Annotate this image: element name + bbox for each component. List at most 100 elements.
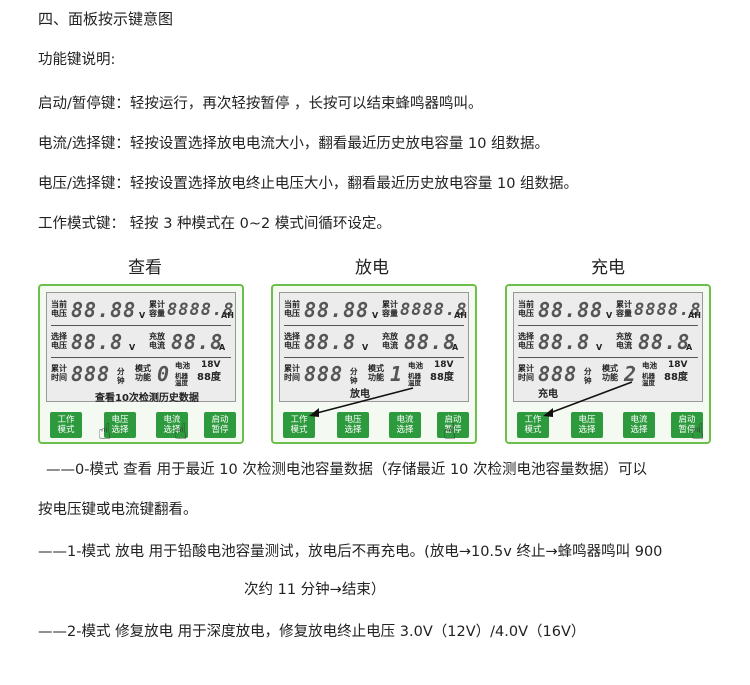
lcd-unit: V <box>362 343 369 352</box>
lcd-mode-digit: 2 <box>624 362 638 386</box>
lcd-digits: 8888.8 <box>167 300 235 320</box>
arrow-icon <box>309 387 414 417</box>
key-desc-voltage: 电压/选择键：轻按设置选择放电终止电压大小，翻看最近历史放电容量 10 组数据。 <box>38 176 579 192</box>
key-label: 工作模式 <box>524 415 542 435</box>
lcd-digits: 888 <box>538 362 578 386</box>
work-mode-button[interactable]: 工作模式 <box>283 412 315 438</box>
lcd-label: 选择电压 <box>284 332 300 350</box>
work-mode-button[interactable]: 工作模式 <box>517 412 549 438</box>
lcd-unit: A <box>686 343 693 352</box>
lcd-unit: AH <box>221 311 234 320</box>
key-label: 电压选择 <box>578 415 596 435</box>
voltage-select-button[interactable]: 电压选择 <box>571 412 603 438</box>
current-select-button[interactable]: 电流选择 <box>389 412 421 438</box>
lcd-row: 当前电压 88.88 V 累计容量 8888.8 AH <box>518 297 702 326</box>
lcd-caption: 充电 <box>538 389 558 400</box>
panel-title-view: 查看 <box>128 258 162 278</box>
lcd-digits: 88.8 <box>71 330 124 354</box>
lcd-display: 当前电压 88.88 V 累计容量 8888.8 AH 选择电压 88.8 V … <box>279 292 469 402</box>
current-select-button[interactable]: 电流选择 <box>623 412 655 438</box>
lcd-label: 模式功能 <box>135 364 151 382</box>
intro-text: 功能键说明: <box>38 52 116 68</box>
lcd-caption: 放电 <box>350 389 370 400</box>
voltage-select-button[interactable]: 电压选择 <box>104 412 136 438</box>
lcd-unit: AH <box>688 311 701 320</box>
lcd-unit: V <box>139 311 146 320</box>
lcd-label: 模式功能 <box>602 364 618 382</box>
lcd-label: 充放电流 <box>616 332 632 350</box>
lcd-digits: 88.88 <box>71 298 137 322</box>
key-desc-start: 启动/暂停键：轻按运行，再次轻按暂停 ，长按可以结束蜂鸣器鸣叫。 <box>38 96 483 112</box>
lcd-mode-digit: 0 <box>157 362 171 386</box>
lcd-row: 选择电压 88.8 V 充放电流 88.8 A <box>518 329 698 358</box>
voltage-select-button[interactable]: 电压选择 <box>337 412 369 438</box>
device-panel: 当前电压 88.88 V 累计容量 8888.8 AH 选择电压 88.8 V … <box>271 284 477 445</box>
arrow-icon <box>543 381 633 417</box>
lcd-row: 选择电压 88.8 V 充放电流 88.8 A <box>51 329 231 358</box>
lcd-label: 累计容量 <box>149 300 165 318</box>
key-label: 电压选择 <box>111 415 129 435</box>
lcd-temp-label: 机器温度 <box>408 372 421 387</box>
lcd-digits: 8888.8 <box>400 300 468 320</box>
start-pause-button[interactable]: 启动暂停 <box>437 412 469 438</box>
lcd-digits: 88.8 <box>638 330 691 354</box>
key-label: 启动暂停 <box>678 415 696 435</box>
lcd-digits: 8888.8 <box>634 300 702 320</box>
lcd-temp-value: 88度 <box>430 372 454 383</box>
lcd-row: 累计时间 888 分钟 模式功能 0 电池 18V 机器温度 88度 <box>51 361 231 389</box>
lcd-row: 当前电压 88.88 V 累计容量 8888.8 AH <box>51 297 235 326</box>
key-label: 工作模式 <box>290 415 308 435</box>
mode-0-desc-cont: 按电压键或电流键翻看。 <box>38 502 198 518</box>
lcd-display: 当前电压 88.88 V 累计容量 8888.8 AH 选择电压 88.8 V … <box>46 292 236 404</box>
lcd-label: 累计容量 <box>616 300 632 318</box>
lcd-unit: AH <box>454 311 467 320</box>
mode-2-desc: ——2-模式 修复放电 用于深度放电，修复放电终止电压 3.0V（12V）/4.… <box>38 624 586 640</box>
section-heading: 四、面板按示键意图 <box>38 10 174 28</box>
panel-title-discharge: 放电 <box>355 258 389 278</box>
lcd-unit: A <box>452 343 459 352</box>
lcd-unit: V <box>596 343 603 352</box>
lcd-label: 累计时间 <box>284 364 300 382</box>
lcd-digits: 888 <box>71 362 111 386</box>
key-label: 电流选择 <box>630 415 648 435</box>
start-pause-button[interactable]: 启动暂停 <box>671 412 703 438</box>
lcd-temp-value: 88度 <box>664 372 688 383</box>
lcd-unit: V <box>129 343 136 352</box>
lcd-battery-label: 电池 <box>642 361 657 370</box>
device-panel: 当前电压 88.88 V 累计容量 8888.8 AH 选择电压 88.8 V … <box>505 284 711 445</box>
lcd-battery-label: 电池 <box>408 361 423 370</box>
lcd-row: 选择电压 88.8 V 充放电流 88.8 A <box>284 329 464 358</box>
lcd-digits: 88.88 <box>304 298 370 322</box>
lcd-label: 累计容量 <box>382 300 398 318</box>
lcd-unit: 分钟 <box>350 367 358 385</box>
lcd-label: 累计时间 <box>51 364 67 382</box>
key-label: 工作模式 <box>57 415 75 435</box>
lcd-unit: 分钟 <box>117 367 125 385</box>
lcd-label: 模式功能 <box>368 364 384 382</box>
key-label: 电压选择 <box>344 415 362 435</box>
lcd-digits: 88.88 <box>538 298 604 322</box>
lcd-label: 当前电压 <box>284 300 300 318</box>
lcd-temp-label: 机器温度 <box>642 372 655 387</box>
work-mode-button[interactable]: 工作模式 <box>50 412 82 438</box>
panel-title-charge: 充电 <box>591 258 625 278</box>
lcd-row: 当前电压 88.88 V 累计容量 8888.8 AH <box>284 297 468 326</box>
lcd-row: 累计时间 888 分钟 模式功能 1 电池 18V 机器温度 88度 <box>284 361 464 389</box>
current-select-button[interactable]: 电流选择 <box>156 412 188 438</box>
lcd-digits: 88.8 <box>171 330 224 354</box>
lcd-digits: 88.8 <box>404 330 457 354</box>
lcd-temp-label: 机器温度 <box>175 372 188 387</box>
key-label: 启动暂停 <box>211 415 229 435</box>
start-pause-button[interactable]: 启动暂停 <box>204 412 236 438</box>
lcd-unit: V <box>372 311 379 320</box>
lcd-unit: 分钟 <box>584 367 592 385</box>
mode-1-desc: ——1-模式 放电 用于铅酸电池容量测试，放电后不再充电。(放电→10.5v 终… <box>38 544 663 560</box>
lcd-mode-digit: 1 <box>390 362 404 386</box>
lcd-unit: A <box>219 343 226 352</box>
pointing-hand-icon: ☝ <box>174 420 188 445</box>
key-desc-mode: 工作模式键： 轻按 3 种模式在 0~2 模式间循环设定。 <box>38 216 391 232</box>
lcd-caption: 查看10次检测历史数据 <box>95 393 199 404</box>
lcd-battery-value: 18V <box>434 360 454 370</box>
lcd-row: 累计时间 888 分钟 模式功能 2 电池 18V 机器温度 88度 <box>518 361 698 389</box>
lcd-label: 当前电压 <box>518 300 534 318</box>
